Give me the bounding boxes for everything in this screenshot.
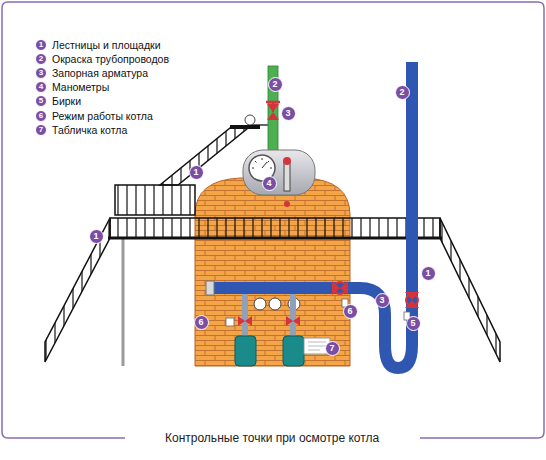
callout-number: 4: [262, 176, 277, 191]
legend-number: 6: [35, 110, 47, 122]
callout-number: 5: [406, 316, 421, 331]
pressure-gauge: [269, 298, 281, 310]
callout-number: 6: [194, 315, 209, 330]
water-gauge-glass: [284, 161, 290, 191]
brick-boiler: [195, 178, 350, 366]
legend-text: Манометры: [52, 81, 109, 93]
legend-text: Табличка котла: [52, 124, 127, 136]
legend-text: Режим работы котла: [52, 110, 153, 122]
shutoff-valve: [405, 292, 419, 308]
legend-number: 4: [35, 81, 47, 93]
shutoff-valve: [332, 281, 348, 295]
callout-number: 1: [189, 165, 204, 180]
left-stairs: [45, 218, 110, 362]
pipe-end-cap: [206, 281, 214, 295]
callout-number: 1: [421, 266, 436, 281]
frame-border: [2, 2, 544, 438]
mode-tag: [226, 318, 234, 326]
platform-deck: [108, 237, 442, 240]
right-stairs: [440, 218, 500, 362]
callout-number: 2: [395, 85, 410, 100]
legend-number: 7: [35, 124, 47, 136]
callout-number: 3: [281, 106, 296, 121]
pump: [235, 336, 256, 366]
callout-number: 1: [89, 229, 104, 244]
legend-number: 5: [35, 95, 47, 107]
legend-text: Бирки: [52, 95, 81, 107]
gauge-valve: [283, 157, 291, 165]
plate-lines: [308, 342, 326, 350]
boiler-drum: [243, 150, 315, 195]
platform-railing: [110, 218, 440, 238]
upper-railing: [115, 185, 195, 215]
callout-number: 6: [343, 304, 358, 319]
gauge-valve: [284, 201, 290, 207]
upper-landing: [230, 125, 260, 129]
caption: Контрольные точки при осмотре котла: [159, 431, 385, 445]
support-post: [122, 238, 125, 366]
callout-number: 2: [268, 77, 283, 92]
water-pipe: [210, 62, 412, 368]
legend-number: 3: [35, 67, 47, 79]
pump-pipe: [290, 294, 296, 336]
legend-text: Окраска трубопроводов: [52, 53, 169, 65]
shutoff-valve: [286, 316, 300, 326]
legend-number: 2: [35, 53, 47, 65]
legend-number: 1: [35, 39, 47, 51]
pump-pipe: [242, 294, 248, 336]
pressure-gauge: [254, 298, 266, 310]
shutoff-valve: [266, 102, 280, 120]
callout-number: 3: [375, 293, 390, 308]
gauge-ticks: [252, 158, 272, 168]
shutoff-valve: [238, 316, 252, 326]
callout-number: 7: [325, 341, 340, 356]
upper-stairs: [160, 128, 248, 185]
legend-text: Лестницы и площадки: [52, 39, 161, 51]
pump: [283, 336, 304, 366]
pressure-gauge: [245, 115, 255, 125]
legend-text: Запорная арматура: [52, 67, 148, 79]
